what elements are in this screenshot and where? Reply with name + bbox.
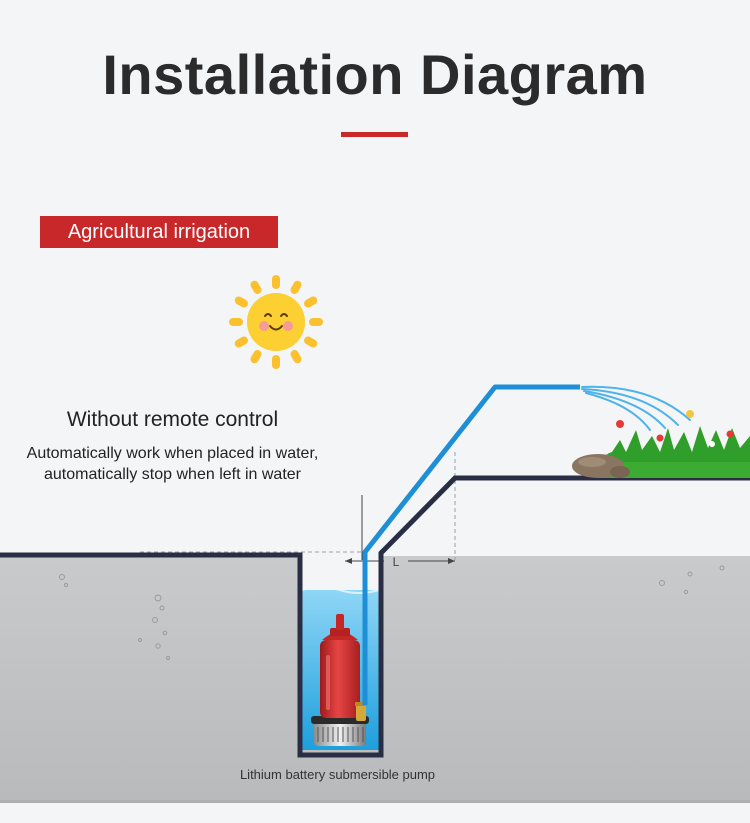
submersible-pump [311, 614, 369, 746]
feature-description-line-1: Automatically work when placed in water, [26, 445, 319, 462]
scenario-badge: Agricultural irrigation [40, 216, 278, 248]
water-spray [581, 385, 691, 431]
page-title: Installation Diagram [102, 43, 648, 106]
grass-field [598, 426, 750, 478]
title-underline [341, 132, 408, 137]
flowers [616, 410, 734, 447]
feature-heading: Without remote control [66, 408, 279, 431]
discharge-pipe [362, 384, 580, 705]
pump-caption: Lithium battery submersible pump [239, 767, 436, 782]
terrain-outline [0, 475, 750, 758]
feature-description: Automatically work when placed in water,… [0, 443, 345, 485]
ground-bottom-edge [0, 800, 750, 803]
feature-description-line-2: automatically stop when left in water [43, 466, 301, 483]
dimension-label: L [393, 555, 400, 569]
bubbles-right [659, 565, 725, 595]
bubbles-left [59, 574, 170, 660]
sun-icon [229, 275, 323, 369]
